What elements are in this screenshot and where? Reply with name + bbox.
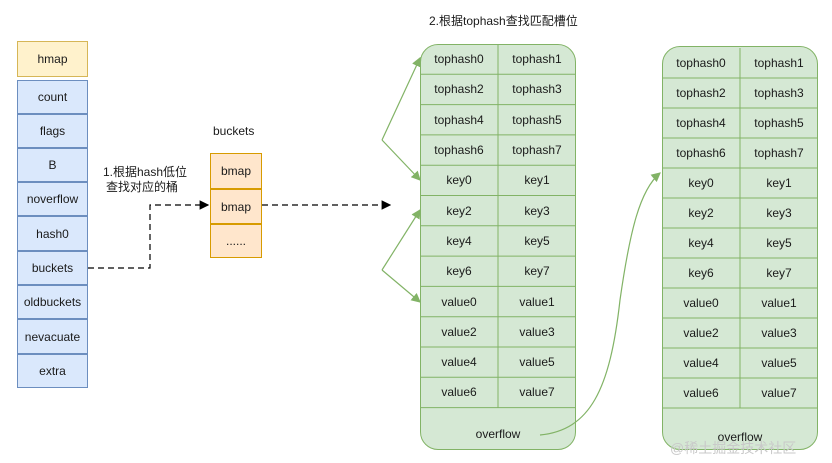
overflow-bmap-cell-tophash7: tophash7 bbox=[754, 146, 804, 160]
bmap-cell-tophash5: tophash5 bbox=[512, 112, 562, 127]
arrow-key-start bbox=[381, 139, 421, 181]
arrow-tophash-top bbox=[381, 56, 421, 141]
overflow-bmap-cell-tophash5: tophash5 bbox=[754, 116, 804, 130]
overflow-bmap-cell-key0: key0 bbox=[688, 176, 714, 190]
bmap-cell-tophash7: tophash7 bbox=[512, 143, 562, 158]
overflow-bmap-cell-key7: key7 bbox=[766, 266, 792, 280]
overflow-bmap-cell-tophash0: tophash0 bbox=[676, 56, 726, 70]
bmap-cell-key0: key0 bbox=[446, 173, 472, 188]
bmap-cell-value6: value6 bbox=[441, 385, 477, 400]
overflow-bmap-cell-tophash2: tophash2 bbox=[676, 86, 726, 100]
bmap-cell-key4: key4 bbox=[446, 233, 472, 248]
overflow-bmap-cell-value4: value4 bbox=[683, 356, 719, 370]
bucket-bmap-1: bmap bbox=[210, 189, 262, 224]
hmap-field-oldbuckets: oldbuckets bbox=[17, 285, 88, 319]
overflow-bmap-cell-value5: value5 bbox=[761, 356, 797, 370]
bmap-cell-key3: key3 bbox=[524, 203, 550, 218]
hmap-field-noverflow: noverflow bbox=[17, 182, 88, 216]
bmap-cell-value1: value1 bbox=[519, 294, 555, 309]
step2-label: 2.根据tophash查找匹配槽位 bbox=[429, 14, 578, 28]
bmap-cell-tophash2: tophash2 bbox=[434, 82, 484, 97]
overflow-bmap-cell-tophash6: tophash6 bbox=[676, 146, 726, 160]
bmap-cell-tophash1: tophash1 bbox=[512, 52, 562, 67]
bmap-cell-key7: key7 bbox=[524, 264, 550, 279]
arrow-value-start bbox=[381, 269, 421, 303]
hmap-field-count: count bbox=[17, 80, 88, 114]
bmap-cell-value0: value0 bbox=[441, 294, 477, 309]
bmap-cell-value4: value4 bbox=[441, 355, 477, 370]
overflow-bmap-cell-key1: key1 bbox=[766, 176, 792, 190]
bucket-bmap-0: bmap bbox=[210, 153, 262, 189]
bucket-ellipsis: ...... bbox=[210, 224, 262, 258]
overflow-bmap-cell-value0: value0 bbox=[683, 296, 719, 310]
overflow-bmap-cell-value7: value7 bbox=[761, 386, 797, 400]
bmap-cell-tophash6: tophash6 bbox=[434, 143, 484, 158]
overflow-bmap-cell-value1: value1 bbox=[761, 296, 797, 310]
bmap-cell-key6: key6 bbox=[446, 264, 472, 279]
bmap-cell-tophash3: tophash3 bbox=[512, 82, 562, 97]
bmap-cell-tophash0: tophash0 bbox=[434, 52, 484, 67]
arrow-buckets-to-bmap bbox=[88, 200, 210, 269]
overflow-bmap-cell-value2: value2 bbox=[683, 326, 719, 340]
bmap-cell-value2: value2 bbox=[441, 324, 477, 339]
overflow-bmap-cell-value3: value3 bbox=[761, 326, 797, 340]
hmap-field-flags: flags bbox=[17, 114, 88, 148]
overflow-bmap-cell-value6: value6 bbox=[683, 386, 719, 400]
bmap-overflow-label: overflow bbox=[475, 427, 521, 441]
arrow-overflow-link bbox=[539, 172, 661, 436]
bmap-cell-value7: value7 bbox=[519, 385, 555, 400]
bmap-cell-value3: value3 bbox=[519, 324, 555, 339]
bmap-cell-key1: key1 bbox=[524, 173, 550, 188]
buckets-title: buckets bbox=[213, 124, 255, 138]
bmap-cell-value5: value5 bbox=[519, 355, 555, 370]
bmap-cell-key2: key2 bbox=[446, 203, 472, 218]
overflow-bmap-cell-key6: key6 bbox=[688, 266, 714, 280]
overflow-bmap-cell-tophash4: tophash4 bbox=[676, 116, 726, 130]
hmap-field-buckets: buckets bbox=[17, 251, 88, 285]
hmap-field-b: B bbox=[17, 148, 88, 182]
overflow-bmap-cell-tophash3: tophash3 bbox=[754, 86, 804, 100]
watermark: @稀土掘金技术社区 bbox=[670, 440, 797, 456]
overflow-bmap-cell-tophash1: tophash1 bbox=[754, 56, 804, 70]
bmap-cell-key5: key5 bbox=[524, 233, 550, 248]
overflow-bmap-cell-key2: key2 bbox=[688, 206, 714, 220]
step1-label-line2: 查找对应的桶 bbox=[106, 180, 179, 194]
hmap-header: hmap bbox=[17, 41, 88, 77]
overflow-bmap-cell-key4: key4 bbox=[688, 236, 714, 250]
bmap-cell-tophash4: tophash4 bbox=[434, 112, 484, 127]
overflow-bmap-overflow-label: overflow bbox=[717, 430, 763, 444]
overflow-bmap-cell-key3: key3 bbox=[766, 206, 792, 220]
hmap-field-extra: extra bbox=[17, 354, 88, 388]
overflow-bmap-cell-key5: key5 bbox=[766, 236, 792, 250]
arrow-key-mid bbox=[381, 208, 421, 271]
hmap-field-hash0: hash0 bbox=[17, 216, 88, 251]
hmap-field-nevacuate: nevacuate bbox=[17, 319, 88, 354]
step1-label-line1: 1.根据hash低位 bbox=[103, 165, 188, 179]
